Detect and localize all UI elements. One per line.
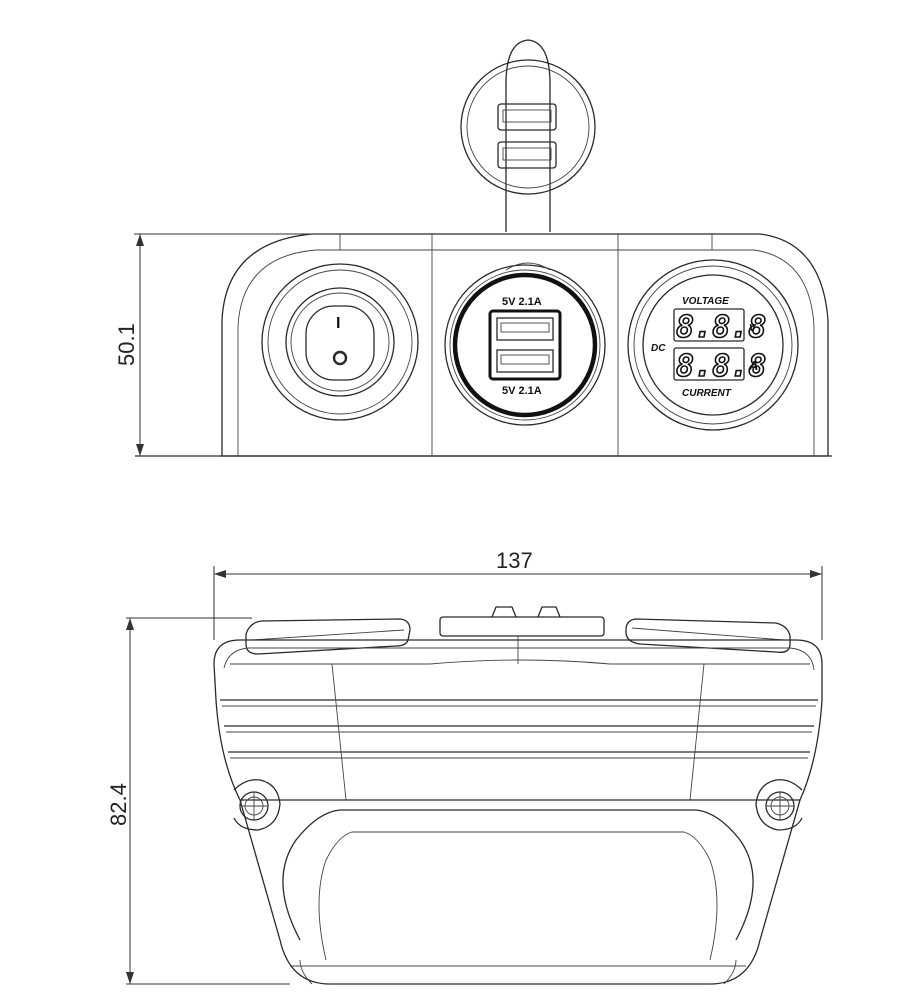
meter-volt-unit: V — [749, 323, 757, 334]
switch-on-symbol: I — [336, 315, 340, 332]
height-dimension-value: 50.1 — [114, 323, 139, 366]
usb-socket: 5V 2.1A 5V 2.1A — [444, 262, 606, 426]
switch-off-symbol-icon — [332, 350, 348, 366]
meter-dc-label: DC — [651, 343, 666, 354]
meter-current-label: CURRENT — [682, 388, 732, 399]
depth-dimension: 82.4 — [106, 617, 290, 985]
meter-lower-digits: 8.8.8 — [676, 349, 766, 384]
top-view: 137 82.4 — [106, 548, 823, 985]
front-view: I 5V 2.1A 5V 2.1A VOLTAGE 8.8.8 V — [114, 39, 832, 457]
top-housing — [213, 636, 823, 985]
volt-amp-meter: VOLTAGE 8.8.8 V DC 8.8.8 A CURRENT — [627, 259, 799, 431]
depth-dimension-value: 82.4 — [106, 783, 131, 826]
front-housing — [135, 233, 832, 457]
right-mounting-screw-icon — [755, 779, 803, 831]
left-mounting-screw-icon — [233, 779, 281, 831]
rocker-switch: I — [261, 263, 419, 421]
width-dimension-value: 137 — [496, 548, 533, 573]
height-dimension: 50.1 — [114, 233, 340, 456]
meter-amp-unit: A — [748, 358, 758, 373]
usb-dust-cap — [460, 39, 596, 232]
meter-upper-digits: 8.8.8 — [676, 310, 766, 345]
width-dimension: 137 — [213, 548, 823, 640]
usb-lower-rating: 5V 2.1A — [502, 385, 542, 397]
usb-upper-rating: 5V 2.1A — [502, 296, 542, 308]
top-protrusions — [245, 606, 791, 655]
meter-voltage-label: VOLTAGE — [682, 296, 729, 307]
